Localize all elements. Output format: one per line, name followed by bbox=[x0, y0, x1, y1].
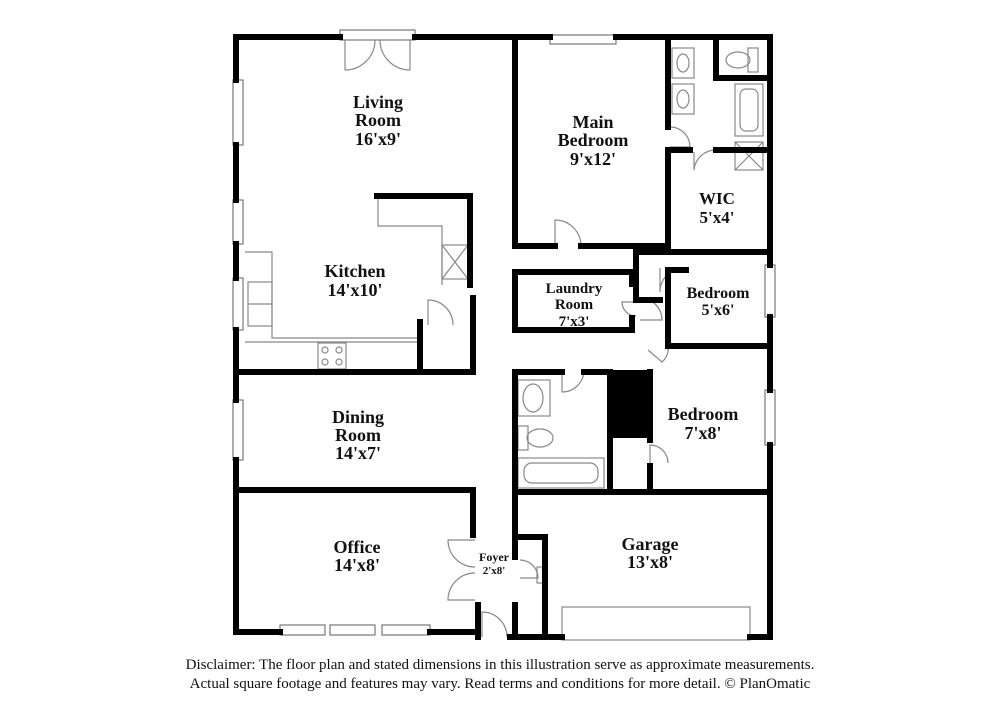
laundry-room-dims: 7'x3' bbox=[559, 314, 590, 330]
wic-door bbox=[693, 149, 717, 171]
kitchen-dims: 14'x10' bbox=[327, 280, 382, 300]
main-bedroom-label-2: Bedroom bbox=[558, 130, 629, 150]
toilet-tank-main bbox=[747, 47, 759, 73]
wic-label: WIC bbox=[699, 189, 735, 208]
floor-plan: Living Room 16'x9' Main Bedroom 9'x12' K… bbox=[232, 29, 776, 641]
bedroom-small-dims: 5'x6' bbox=[702, 302, 735, 319]
dining-room-label-2: Room bbox=[335, 425, 381, 445]
closet-door-second-bedroom bbox=[649, 444, 669, 464]
walls bbox=[233, 34, 773, 640]
main-bedroom-dims: 9'x12' bbox=[570, 149, 616, 169]
chimney-block bbox=[610, 370, 650, 435]
pantry-door bbox=[427, 299, 454, 326]
bathtub-main bbox=[734, 83, 764, 137]
wic-dims: 5'x4' bbox=[700, 208, 735, 227]
dining-room-dims: 14'x7' bbox=[335, 443, 381, 463]
bedroom-small-label: Bedroom bbox=[687, 285, 750, 302]
window-dining-left bbox=[232, 399, 244, 461]
window-bedroom-second-right bbox=[764, 389, 776, 446]
laundry-room-label-2: Room bbox=[555, 297, 594, 313]
front-door bbox=[481, 611, 508, 638]
foyer-label: Foyer bbox=[479, 550, 510, 564]
exterior-wall-top bbox=[233, 34, 343, 41]
window-kitchen-left-2 bbox=[232, 277, 244, 331]
living-room-label: Living bbox=[353, 92, 403, 112]
living-room-label-2: Room bbox=[355, 110, 401, 130]
garage-entry-door bbox=[519, 559, 539, 579]
office-door bbox=[447, 539, 476, 568]
office-dims: 14'x8' bbox=[334, 555, 380, 575]
window-living-top bbox=[339, 29, 416, 41]
vanity-1 bbox=[671, 47, 695, 79]
office-label: Office bbox=[334, 537, 381, 557]
living-room-dims: 16'x9' bbox=[355, 129, 401, 149]
french-door-left bbox=[344, 39, 376, 71]
garage-dims: 13'x8' bbox=[627, 552, 673, 572]
kitchen-label: Kitchen bbox=[325, 261, 386, 281]
foyer-door-2 bbox=[447, 572, 476, 601]
window-office-bottom-1 bbox=[279, 624, 326, 636]
hall-bath-door bbox=[561, 369, 585, 393]
bath-door-main bbox=[669, 126, 691, 148]
garage-label: Garage bbox=[622, 534, 679, 554]
window-office-bottom-3 bbox=[381, 624, 431, 636]
disclaimer-line-1: Disclaimer: The floor plan and stated di… bbox=[185, 657, 815, 673]
bedroom-second-dims: 7'x8' bbox=[684, 423, 721, 443]
garage-door bbox=[561, 606, 751, 641]
stove bbox=[317, 342, 347, 370]
laundry-door bbox=[621, 301, 637, 317]
window-main-bedroom-top bbox=[549, 34, 617, 45]
window-living-left bbox=[232, 79, 244, 146]
windows bbox=[232, 29, 776, 636]
bedroom-second-label: Bedroom bbox=[668, 404, 739, 424]
vanity-2 bbox=[671, 83, 695, 115]
main-bedroom-door bbox=[554, 219, 582, 247]
french-door-right bbox=[379, 39, 411, 71]
main-bedroom-label: Main bbox=[572, 112, 613, 132]
shower bbox=[734, 141, 764, 171]
disclaimer-line-2: Actual square footage and features may v… bbox=[189, 676, 811, 692]
window-bedroom-small-right bbox=[764, 264, 776, 318]
dining-room-label: Dining bbox=[332, 407, 384, 427]
foyer-dims: 2'x8' bbox=[483, 565, 506, 577]
window-office-bottom-2 bbox=[329, 624, 376, 636]
window-kitchen-left-1 bbox=[232, 199, 244, 245]
laundry-room-label: Laundry bbox=[546, 281, 603, 297]
